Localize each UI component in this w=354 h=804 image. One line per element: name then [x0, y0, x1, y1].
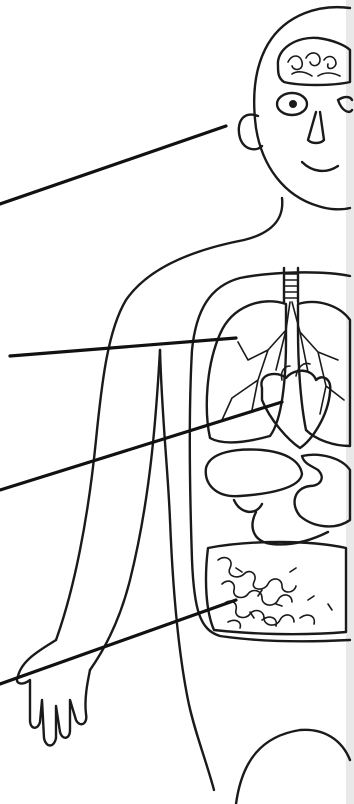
stomach — [295, 455, 350, 527]
leader-line-heart — [0, 402, 282, 490]
leader-line-intestines — [0, 600, 236, 684]
body-outline — [56, 198, 350, 804]
trachea-rings — [284, 274, 298, 298]
waist-curve — [236, 730, 350, 804]
gallbladder — [234, 500, 262, 512]
heart — [261, 371, 330, 448]
mouth — [302, 162, 338, 171]
small-intestine-coils — [218, 558, 314, 628]
leader-lines — [0, 126, 282, 684]
brain-folds — [288, 53, 340, 76]
intestine-texture — [236, 568, 332, 618]
eye-pupil — [289, 100, 297, 108]
head — [239, 7, 352, 209]
digestive-upper — [206, 450, 350, 545]
intestines — [206, 542, 346, 634]
leader-line-lungs — [10, 338, 236, 356]
neck-and-shoulder — [56, 198, 282, 640]
nose — [308, 112, 324, 143]
liver — [206, 450, 302, 497]
leader-line-brain — [0, 126, 226, 204]
right-lung — [298, 302, 350, 446]
duodenum — [253, 512, 328, 544]
head-outline — [254, 7, 350, 209]
